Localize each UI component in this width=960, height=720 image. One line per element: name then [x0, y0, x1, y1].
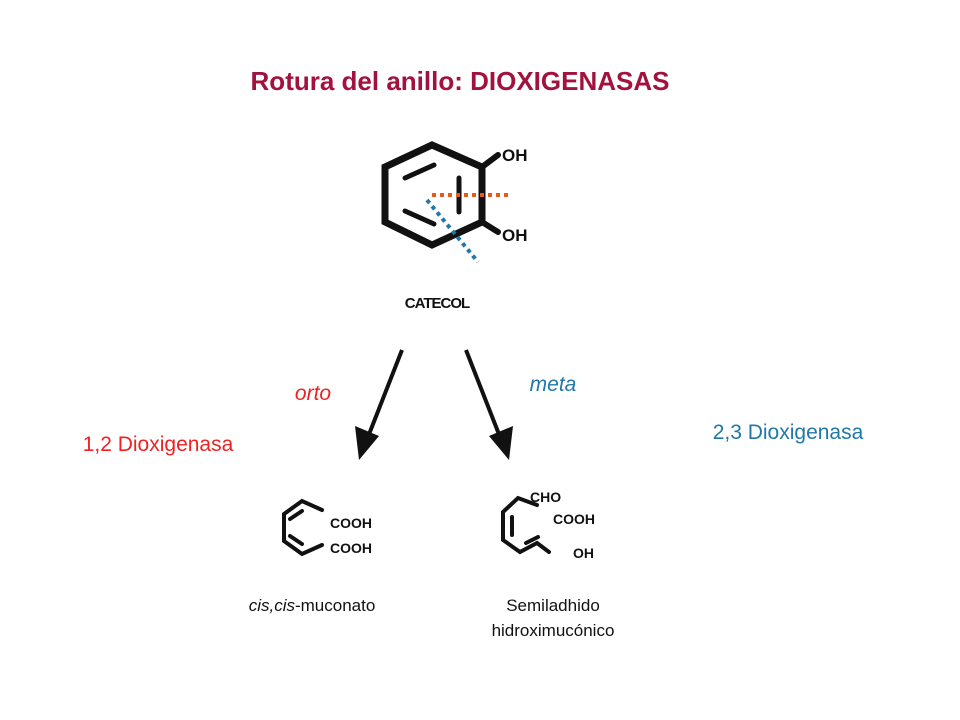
semialdehyde-oh: OH — [573, 545, 594, 561]
oh-label-bottom: OH — [502, 226, 528, 245]
semialdehyde-structure — [501, 495, 551, 555]
catechol-double-bond-bottom — [402, 208, 437, 227]
meta-cleavage-line — [425, 198, 480, 264]
oh-bond-bottom — [479, 219, 501, 235]
oh-bond-top — [479, 152, 501, 170]
semialdehyde-name-line1: Semiladhido — [506, 596, 600, 615]
meta-arrowhead — [489, 426, 513, 460]
page-title: Rotura del anillo: DIOXIGENASAS — [251, 66, 670, 96]
enzyme-2-3-dioxygenase: 2,3 Dioxigenasa — [713, 421, 864, 444]
catechol-double-bond-top — [402, 162, 437, 181]
catechol-structure — [381, 141, 501, 249]
ortho-arrowhead — [355, 426, 379, 460]
catechol-label: CATECOL — [405, 295, 470, 312]
muconate-cooh-bottom: COOH — [330, 540, 372, 556]
oh-label-top: OH — [502, 146, 528, 165]
muconate-structure — [282, 498, 324, 557]
meta-arrow — [464, 349, 504, 443]
ortho-arrow — [364, 349, 404, 443]
muconate-name: cis,cis-muconato — [249, 596, 376, 615]
orto-label: orto — [295, 382, 332, 405]
meta-label: meta — [530, 373, 577, 396]
muconate-cooh-top: COOH — [330, 515, 372, 531]
semialdehyde-cho: CHO — [530, 489, 561, 505]
semialdehyde-name-line2: hidroximucónico — [492, 621, 615, 640]
semialdehyde-cooh: COOH — [553, 511, 595, 527]
enzyme-1-2-dioxygenase: 1,2 Dioxigenasa — [83, 433, 234, 456]
